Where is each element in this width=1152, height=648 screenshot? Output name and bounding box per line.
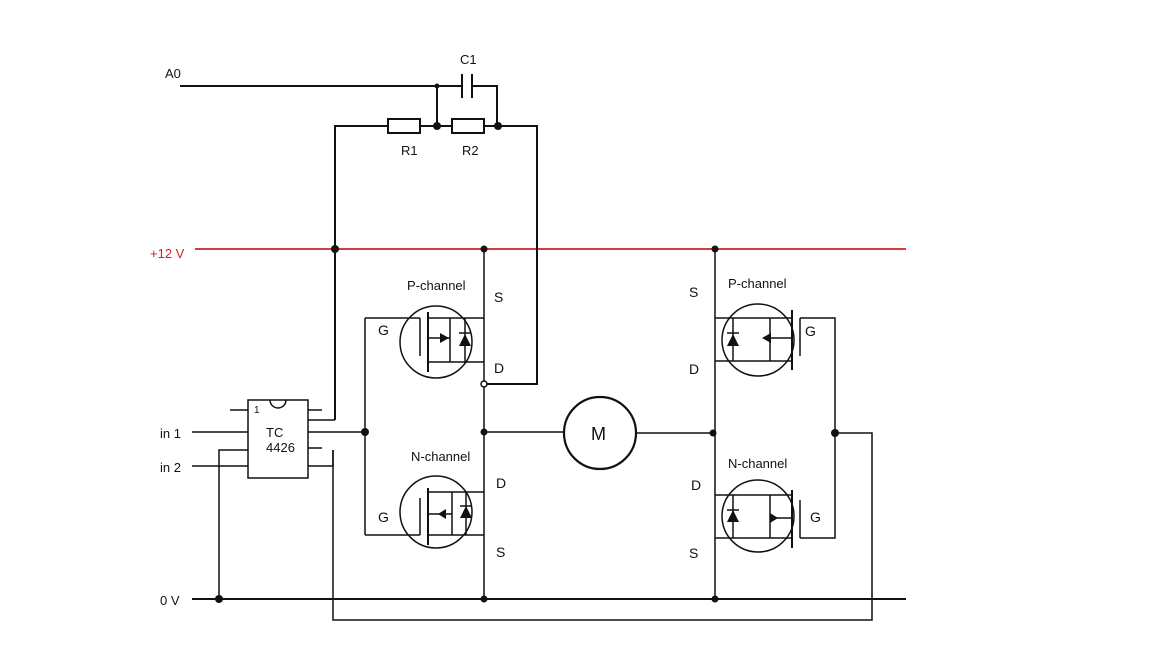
junction-dot	[709, 429, 717, 437]
c1-label: C1	[460, 52, 477, 67]
left-n-gate-label: G	[378, 509, 389, 525]
left-p-mosfet	[399, 305, 484, 379]
right-n-mosfet	[715, 479, 801, 553]
left-p-source-label: S	[494, 289, 503, 305]
left-n-channel-label: N-channel	[411, 449, 470, 464]
ic-name-line1: TC	[266, 425, 283, 440]
junction-dot	[480, 380, 488, 388]
tc4426-ic	[247, 399, 309, 479]
r1-label: R1	[401, 143, 418, 158]
right-n-source-label: S	[689, 545, 698, 561]
right-n-channel-label: N-channel	[728, 456, 787, 471]
right-gate-bus	[800, 317, 836, 539]
left-n-mosfet	[399, 475, 484, 549]
junction-dot	[215, 595, 223, 603]
junction-dot	[711, 595, 719, 603]
right-p-drain-label: D	[689, 361, 699, 377]
ic-notch	[269, 399, 287, 409]
driver-out2-wire	[308, 450, 334, 467]
ic-pin1-label: 1	[254, 405, 260, 416]
c1-right-wire	[472, 85, 498, 126]
right-n-gate-label: G	[810, 509, 821, 525]
motor-label: M	[591, 424, 606, 444]
junction-dot	[433, 122, 441, 130]
junction-dot	[480, 245, 488, 253]
a0-label: A0	[165, 66, 181, 81]
left-n-drain-label: D	[496, 475, 506, 491]
right-p-gate-label: G	[805, 323, 816, 339]
right-n-drain-label: D	[691, 477, 701, 493]
in2-label: in 2	[160, 460, 181, 475]
junction-dot	[831, 429, 839, 437]
right-p-mosfet	[715, 303, 801, 377]
r2-label: R2	[462, 143, 479, 158]
junction-dot	[361, 428, 369, 436]
ic-name-line2: 4426	[266, 440, 295, 455]
bottom-return-wire	[332, 432, 873, 621]
left-p-channel-label: P-channel	[407, 278, 466, 293]
junction-dot	[480, 595, 488, 603]
junction-dot	[331, 245, 339, 253]
feedback-loop-wire	[334, 125, 388, 249]
left-p-drain-label: D	[494, 360, 504, 376]
ic-ground-wire	[218, 449, 248, 599]
feedback-right-wire	[484, 125, 538, 385]
zero-v-label: 0 V	[160, 593, 180, 608]
junction-dot	[711, 245, 719, 253]
in1-label: in 1	[160, 426, 181, 441]
right-p-channel-label: P-channel	[728, 276, 787, 291]
left-p-gate-label: G	[378, 322, 389, 338]
resistor-r1	[387, 118, 421, 134]
junction-dot	[494, 122, 502, 130]
right-p-source-label: S	[689, 284, 698, 300]
resistor-r2	[451, 118, 485, 134]
plus-12v-label: +12 V	[150, 246, 185, 261]
left-n-source-label: S	[496, 544, 505, 560]
